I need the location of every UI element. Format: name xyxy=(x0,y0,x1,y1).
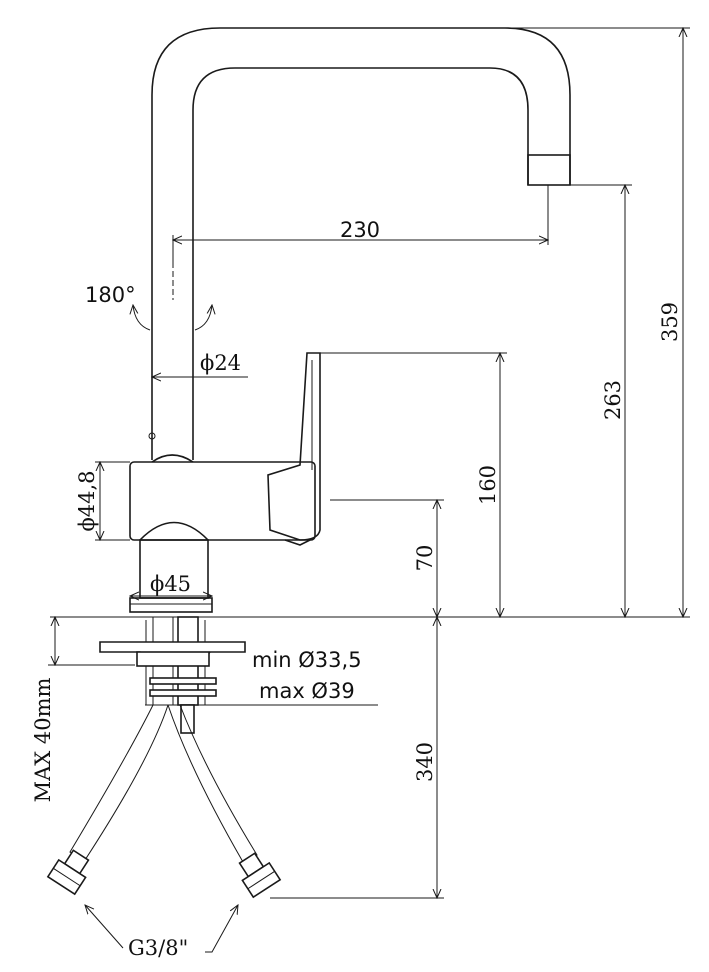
label-d44-8: ϕ44,8 xyxy=(75,470,99,531)
label-max-40mm: MAX 40mm xyxy=(31,677,55,802)
label-340: 340 xyxy=(413,742,437,782)
dimension-230: 230 xyxy=(173,185,548,262)
lever-handle xyxy=(267,352,321,546)
dimension-359: 359 xyxy=(500,28,690,617)
rotation-indicator: 180° xyxy=(85,283,212,331)
fixing-kit xyxy=(99,616,246,734)
dimension-70: 70 xyxy=(330,500,444,617)
label-g3-8: G3/8" xyxy=(128,936,188,960)
label-d24: ϕ24 xyxy=(200,351,241,375)
label-max-hole: max Ø39 xyxy=(259,679,355,703)
dimension-max-40mm: MAX 40mm xyxy=(31,617,135,802)
dimension-340: 340 xyxy=(270,617,444,898)
hole-diameter-labels: min Ø33,5 max Ø39 xyxy=(145,648,378,706)
label-min-hole: min Ø33,5 xyxy=(252,648,362,672)
label-230: 230 xyxy=(340,218,380,242)
label-160: 160 xyxy=(476,465,500,505)
connector-right xyxy=(238,852,282,899)
hoses xyxy=(46,704,282,899)
label-180: 180° xyxy=(85,283,136,307)
dimension-d44-8: ϕ44,8 xyxy=(75,462,130,540)
thread-label: G3/8" xyxy=(85,905,238,960)
hose-left xyxy=(69,704,169,861)
dimension-d24: ϕ24 xyxy=(152,351,248,377)
dimension-263: 263 xyxy=(570,185,632,617)
label-d45: ϕ45 xyxy=(150,572,191,596)
connector-left xyxy=(46,849,90,896)
spout xyxy=(151,27,571,460)
label-70: 70 xyxy=(413,545,437,572)
spout-nozzle xyxy=(527,154,571,186)
dimension-160: 160 xyxy=(315,353,507,617)
hose-right xyxy=(167,704,258,863)
label-263: 263 xyxy=(601,380,625,420)
dimension-d45: ϕ45 xyxy=(130,572,212,596)
label-359: 359 xyxy=(658,302,682,342)
